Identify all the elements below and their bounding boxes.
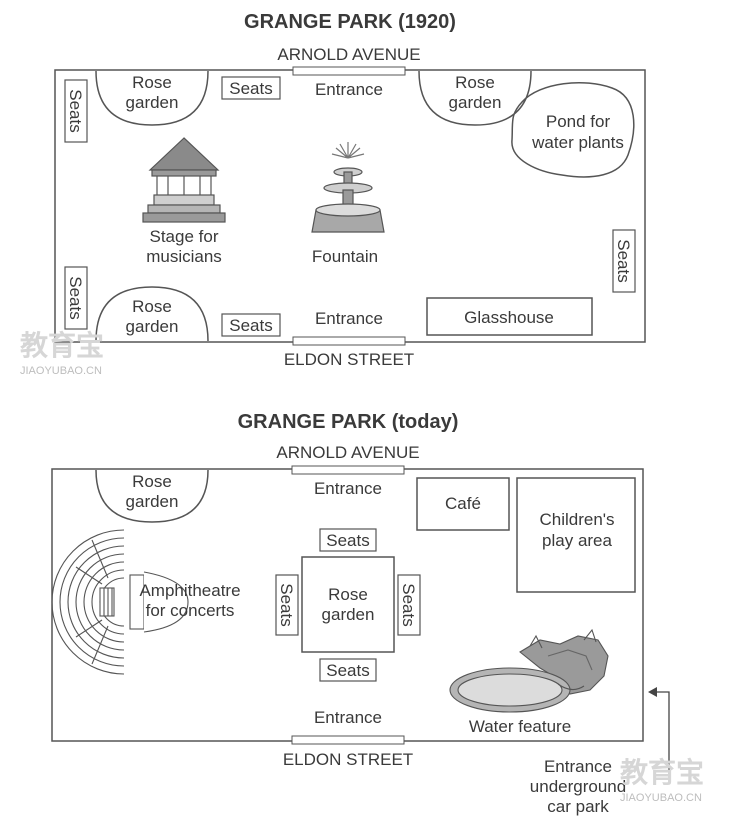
map-today-car-park-line1: Entrance	[544, 757, 612, 776]
map-today-seats-left-label: Seats	[277, 583, 296, 626]
map-today-seats-top	[319, 528, 377, 552]
map-1920-rose-garden-bottom-left-line2: garden	[126, 317, 179, 336]
map-1920-seats-top-label: Seats	[229, 79, 272, 98]
map-1920-entrance-bottom-gap	[292, 336, 406, 346]
map-1920-stage-line2: musicians	[146, 247, 222, 266]
map-1920-entrance-top-gap	[292, 66, 406, 76]
map-today-water-feature-icon	[449, 628, 609, 713]
watermark-domain-2: JIAOYUBAO.CN	[620, 792, 702, 804]
map-1920-stage-gazebo-icon	[142, 137, 226, 223]
map-1920-seats-bottom	[221, 313, 281, 337]
map-1920-fountain-icon	[311, 142, 385, 233]
map-today-rose-garden-top-line2: garden	[126, 492, 179, 511]
map-1920-stage-line1: Stage for	[150, 227, 219, 246]
map-1920-pond-outline	[511, 81, 635, 178]
map-today-play-area-line1: Children's	[539, 510, 614, 529]
map-1920-rose-garden-top-right-line1: Rose	[455, 73, 495, 92]
map-today-seats-right	[397, 574, 421, 636]
map-today-car-park-arrow	[652, 691, 670, 776]
map-today-car-park-line2: underground	[530, 777, 626, 796]
watermark-chinese-2: 教育宝	[620, 756, 704, 788]
map-1920-entrance-top-label: Entrance	[315, 80, 383, 99]
map-today-amphitheatre-icon	[51, 529, 189, 675]
map-1920-seats-right	[612, 229, 636, 293]
map-1920-seats-left-top	[64, 79, 88, 143]
map-1920-seats-bottom-label: Seats	[229, 316, 272, 335]
map-today-play-area-line2: play area	[542, 531, 612, 550]
map-1920-seats-right-label: Seats	[614, 239, 633, 282]
map-1920-title: GRANGE PARK (1920)	[244, 11, 456, 33]
map-today-entrance-bottom-gap	[291, 735, 405, 745]
map-today-water-feature-label: Water feature	[469, 717, 571, 736]
watermark-chinese-1: 教育宝	[20, 329, 104, 361]
map-today-seats-left	[275, 574, 299, 636]
map-1920-rose-garden-top-left-line2: garden	[126, 93, 179, 112]
map-today-seats-top-label: Seats	[326, 531, 369, 550]
map-1920-entrance-bottom-label: Entrance	[315, 309, 383, 328]
map-today-seats-right-label: Seats	[399, 583, 418, 626]
map-today-street-bottom: ELDON STREET	[283, 750, 413, 769]
map-1920-seats-left-bottom-label: Seats	[66, 276, 85, 319]
watermark-domain-1: JIAOYUBAO.CN	[20, 365, 102, 377]
map-1920-rose-garden-bottom-left-line1: Rose	[132, 297, 172, 316]
map-1920-glasshouse-label: Glasshouse	[464, 308, 554, 327]
map-today-cafe-label: Café	[445, 494, 481, 513]
map-today-rose-garden-top	[95, 469, 209, 523]
map-1920-pond-line2: water plants	[531, 133, 624, 152]
map-1920-street-bottom: ELDON STREET	[284, 350, 414, 369]
map-today-play-area	[516, 477, 636, 593]
map-1920-seats-left-bottom	[64, 266, 88, 330]
map-today-cafe	[416, 477, 510, 531]
map-1920-rose-garden-top-right-line2: garden	[449, 93, 502, 112]
map-today-rose-garden-center-line1: Rose	[328, 585, 368, 604]
map-today-street-top: ARNOLD AVENUE	[276, 443, 419, 462]
map-today: GRANGE PARK (today) ARNOLD AVENUE Entran…	[51, 411, 704, 816]
map-today-entrance-top-gap	[291, 465, 405, 475]
map-today-entrance-bottom-label: Entrance	[314, 708, 382, 727]
map-1920-glasshouse	[426, 297, 593, 336]
map-1920-rose-garden-bottom-left	[95, 286, 209, 342]
map-1920-rose-garden-top-left-line1: Rose	[132, 73, 172, 92]
map-1920-fountain-label: Fountain	[312, 247, 378, 266]
map-today-seats-bottom-label: Seats	[326, 661, 369, 680]
map-today-seats-bottom	[319, 658, 377, 682]
map-today-car-park-line3: car park	[547, 797, 609, 816]
map-today-amphitheatre-line1: Amphitheatre	[139, 581, 240, 600]
map-today-rose-garden-center-line2: garden	[322, 605, 375, 624]
map-1920-seats-left-top-label: Seats	[66, 89, 85, 132]
map-1920-rose-garden-top-left	[95, 70, 209, 126]
map-today-car-park-arrowhead-icon	[648, 687, 657, 697]
map-today-rose-garden-top-line1: Rose	[132, 472, 172, 491]
map-1920-pond-line1: Pond for	[546, 112, 611, 131]
map-today-rose-garden-center	[301, 556, 395, 653]
map-1920-street-top: ARNOLD AVENUE	[277, 45, 420, 64]
map-today-entrance-top-label: Entrance	[314, 479, 382, 498]
map-1920-seats-top	[221, 76, 281, 100]
map-today-amphitheatre-line2: for concerts	[146, 601, 235, 620]
map-1920: GRANGE PARK (1920) ARNOLD AVENUE Entranc…	[20, 11, 646, 377]
map-today-title: GRANGE PARK (today)	[238, 411, 459, 433]
